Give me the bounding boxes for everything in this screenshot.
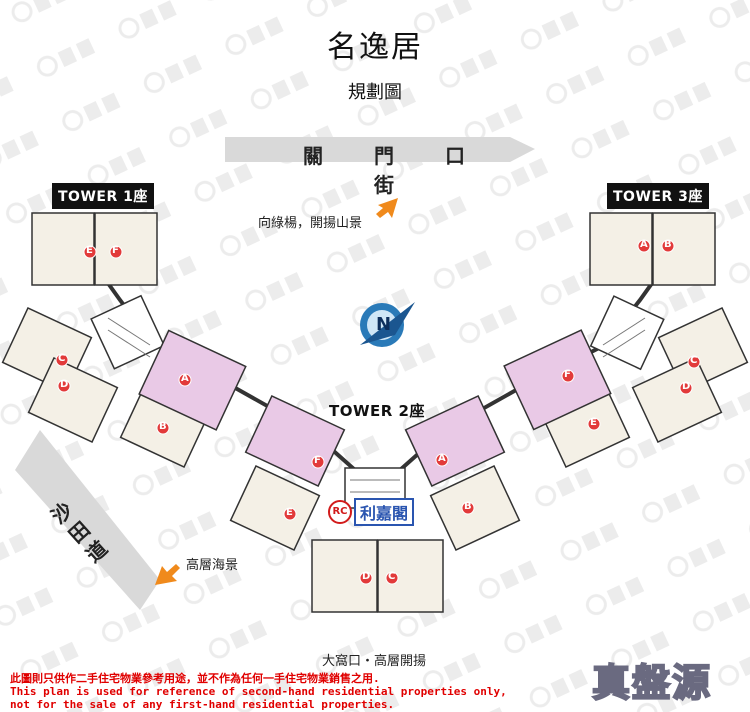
flat-letter-tower3-d: D: [682, 381, 691, 392]
view-label-mountain: 向綠楊，開揚山景: [258, 216, 363, 231]
flat-letter-tower3-a: A: [640, 239, 648, 250]
unit-t2-b: [429, 465, 521, 551]
unit-t3-d: [631, 357, 723, 443]
view-label-open: 大窩口・高層開揚: [322, 654, 427, 669]
view-arrow-ne: [376, 198, 398, 218]
view-arrow-sw: [155, 564, 180, 585]
flat-letter-tower3-c: C: [690, 355, 698, 366]
flat-letter-tower1-b: B: [159, 421, 167, 432]
agency-mark: RC: [328, 500, 352, 524]
tower-1-label: TOWER 1座: [52, 183, 154, 209]
brand-watermark: 真盤源: [591, 660, 713, 706]
flat-letter-tower2-a: A: [438, 453, 446, 464]
tower-3-label: TOWER 3座: [607, 183, 709, 209]
flat-letter-tower2-d: D: [362, 571, 371, 582]
street-band-side: [15, 430, 160, 610]
flat-letter-tower2-f: F: [314, 455, 321, 466]
flat-letter-tower3-e: E: [590, 417, 597, 428]
flat-letter-tower3-f: F: [564, 369, 571, 380]
unit-t1-d: [27, 357, 119, 443]
flat-letter-tower1-c: C: [58, 353, 66, 364]
agency-name: 利嘉閣: [354, 498, 415, 526]
unit-t1-a: [138, 329, 247, 431]
compass-icon: [360, 302, 415, 347]
flat-letter-tower3-b: B: [664, 239, 672, 250]
tower-2-label: TOWER 2座: [329, 402, 425, 420]
flat-letter-tower2-c: C: [388, 571, 396, 582]
flat-letter-tower1-a: A: [181, 373, 189, 384]
unit-t1-f: [94, 212, 158, 286]
page-title: 名逸居: [327, 30, 423, 65]
flat-letter-tower2-b: B: [464, 501, 472, 512]
compass-north-letter: N: [376, 314, 392, 335]
street-name-top: 關 門 口 街: [303, 144, 487, 197]
flat-letter-tower2-e: E: [286, 507, 293, 518]
disclaimer: 此圖則只供作二手住宅物業參考用途，並不作為任何一手住宅物業銷售之用. This …: [10, 672, 530, 711]
unit-t2-a-right: [404, 395, 506, 487]
agency-logo: RC 利嘉閣: [328, 498, 415, 526]
flat-letter-tower1-f: F: [112, 245, 119, 256]
flat-letter-tower1-e: E: [86, 245, 93, 256]
flat-letter-tower1-d: D: [60, 379, 69, 390]
disclaimer-line: not for the sale of any first-hand resid…: [10, 698, 395, 711]
street-band-top: [225, 137, 510, 162]
lift-lobby-tower3: [589, 295, 665, 371]
unit-t1-e: [31, 212, 95, 286]
unit-t2-e: [229, 465, 321, 551]
disclaimer-line: 此圖則只供作二手住宅物業參考用途，並不作為任何一手住宅物業銷售之用.: [10, 672, 380, 685]
lift-lobby-tower1: [90, 294, 166, 370]
unit-t3-f: [503, 329, 612, 431]
view-label-sea: 高層海景: [186, 558, 239, 573]
disclaimer-line: This plan is used for reference of secon…: [10, 685, 507, 698]
page-subtitle: 規劃圖: [348, 82, 402, 103]
